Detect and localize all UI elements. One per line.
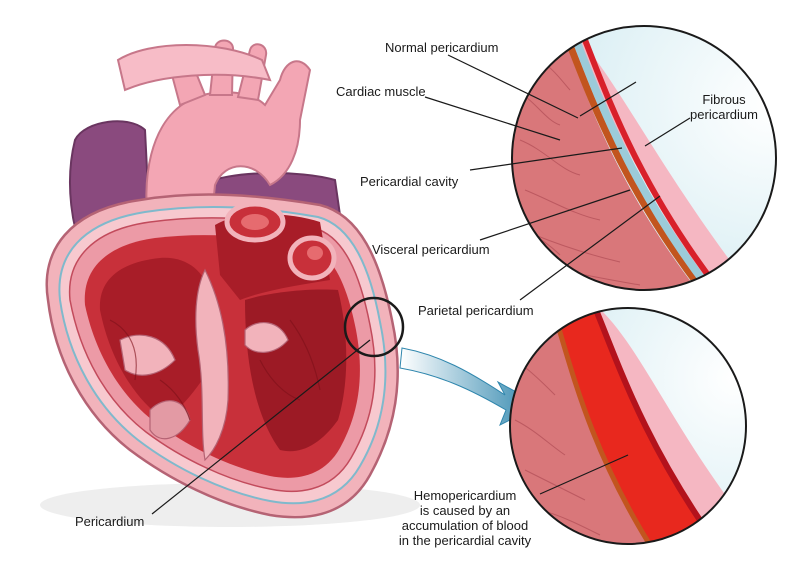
- leader-parietal-pericardium: [519, 195, 661, 301]
- left-atrium-top: [116, 44, 272, 92]
- label-normal-pericardium: Normal pericardium: [385, 40, 499, 55]
- leader-pericardial-cavity: [469, 147, 623, 171]
- zoom-circle: [343, 296, 405, 358]
- label-fibrous-line2: pericardium: [690, 107, 758, 122]
- label-pericardium: Pericardium: [75, 514, 145, 529]
- papillary-muscle: [149, 400, 191, 440]
- label-fibrous-pericardium: Fibrous pericardium: [676, 92, 772, 122]
- mitral-valve: [119, 334, 176, 376]
- hemopericardium-view: [510, 308, 746, 544]
- hemo-text-line4: in the pericardial cavity: [398, 533, 532, 548]
- hemo-text-line1: Hemopericardium: [413, 488, 517, 503]
- leader-hemopericardium: [539, 454, 629, 495]
- normal-pericardium-view: [512, 26, 776, 290]
- heart-illustration: [40, 39, 420, 527]
- hemo-text-line3: accumulation of blood: [401, 518, 529, 533]
- leader-pericardium: [151, 339, 371, 515]
- septum: [195, 268, 229, 462]
- leader-cardiac-muscle: [424, 96, 561, 141]
- leader-visceral-pericardium: [479, 189, 631, 241]
- leader-normal-pericardium: [447, 54, 579, 119]
- hemo-text-line2: is caused by an: [419, 503, 511, 518]
- label-fibrous-line1: Fibrous: [702, 92, 746, 107]
- label-pericardial-cavity: Pericardial cavity: [360, 174, 459, 189]
- label-cardiac-muscle: Cardiac muscle: [336, 84, 426, 99]
- leader-fibrous-pericardium: [644, 117, 691, 147]
- label-parietal-pericardium: Parietal pericardium: [418, 303, 534, 318]
- label-hemopericardium: Hemopericardium is caused by an accumula…: [380, 488, 550, 548]
- aorta: [145, 60, 312, 236]
- label-visceral-pericardium: Visceral pericardium: [372, 242, 490, 257]
